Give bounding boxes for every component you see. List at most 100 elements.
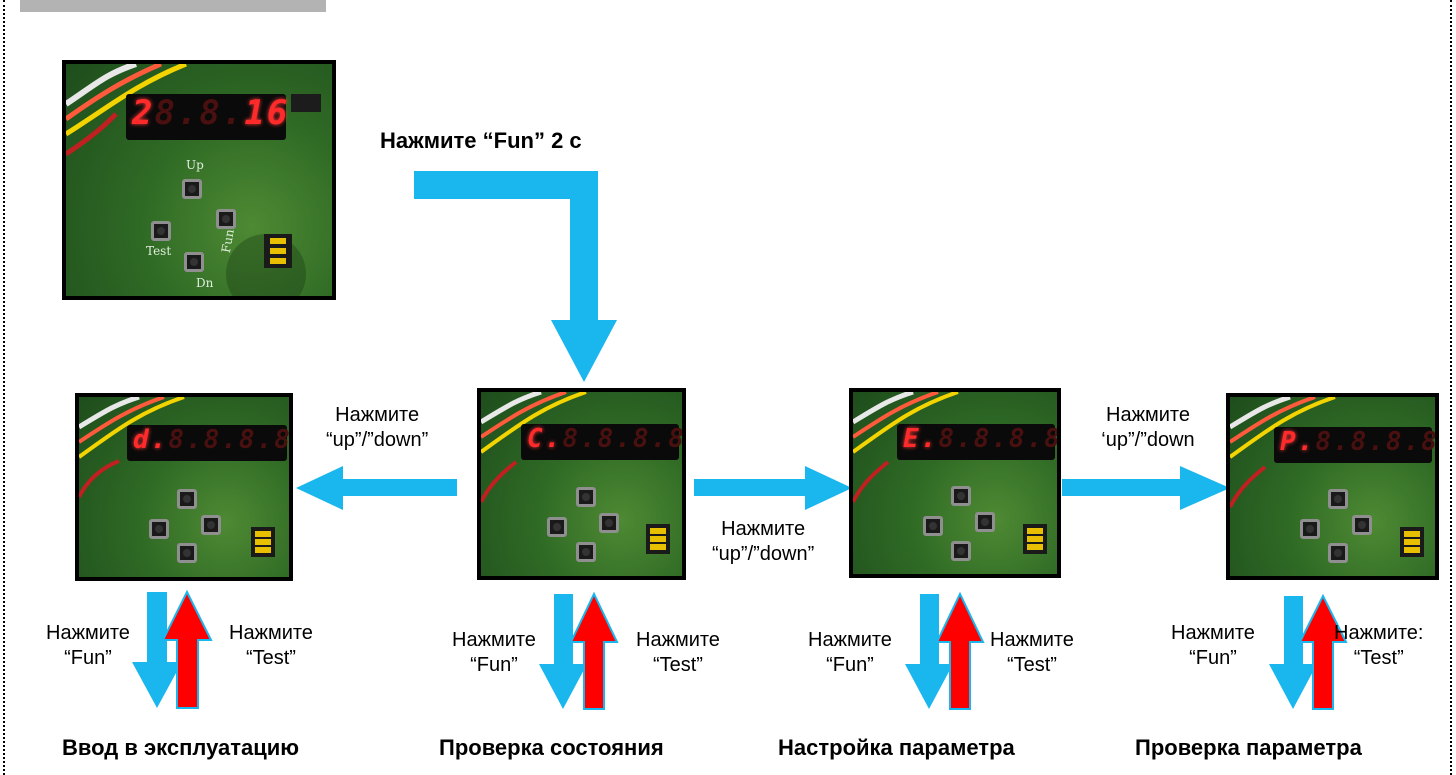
display-digit-dim: 8.8.8.8 xyxy=(1315,427,1435,457)
test-button xyxy=(547,517,567,537)
fun-label-line2: “Fun” xyxy=(64,647,112,669)
fun-label-line1: Нажмите xyxy=(46,622,130,644)
check-board-photo: P.8.8.8.8 xyxy=(1226,393,1439,580)
nav-label-line1: Нажмите xyxy=(1106,404,1190,426)
display-digit-dim: 8.8.8.8. xyxy=(562,424,682,454)
display-digit-dim: 8.8. xyxy=(154,93,245,133)
nav-label-right: Нажмите ‘up”/”down xyxy=(1088,403,1208,453)
led-display: P.8.8.8.8 xyxy=(1274,427,1435,463)
nav-label-left: Нажмите “up”/”down” xyxy=(326,403,428,453)
test-label: Нажмите “Test” xyxy=(636,628,720,678)
arrow-to-check xyxy=(1062,466,1230,510)
display-digit-dim: 8.8.8.8. xyxy=(938,424,1057,454)
test-button xyxy=(1300,519,1320,539)
display-digit-lit: E. xyxy=(903,424,939,454)
fun-label-line1: Нажмите xyxy=(808,629,892,651)
nav-label-line1: Нажмите xyxy=(721,518,806,540)
mode-caption-commissioning: Ввод в эксплуатацию xyxy=(62,735,300,760)
down-button xyxy=(1328,543,1348,563)
mode-caption-check: Проверка параметра xyxy=(1135,735,1362,760)
led-display: 28.8.16 xyxy=(126,93,290,140)
mode-caption-status: Проверка состояния xyxy=(439,735,664,760)
test-label-line2: “Test” xyxy=(1353,647,1404,669)
dip-switch xyxy=(251,527,275,557)
test-button xyxy=(151,221,171,241)
fun-label-line1: Нажмите xyxy=(452,629,536,651)
led-display: E.8.8.8.8. xyxy=(897,424,1057,460)
nav-label-line2: ‘up”/”down xyxy=(1101,429,1195,451)
fun-label: Нажмите “Fun” xyxy=(452,628,536,678)
mode-arrows-commissioning xyxy=(132,589,213,709)
silk-test: Test xyxy=(146,244,172,258)
fun-label: Нажмите “Fun” xyxy=(808,628,892,678)
arrow-fun-2s xyxy=(414,171,617,382)
arrow-to-setting xyxy=(694,466,852,510)
mode-arrows-check xyxy=(1269,593,1348,710)
test-button xyxy=(923,516,943,536)
down-button xyxy=(177,543,197,563)
display-digit-value: 16 xyxy=(244,93,290,133)
fun-label-line2: “Fun” xyxy=(470,654,518,676)
test-label: Нажмите “Test” xyxy=(229,621,313,671)
led-display: C.8.8.8.8. xyxy=(521,424,682,460)
fun-button xyxy=(599,513,619,533)
fun-button xyxy=(975,512,995,532)
test-label-line1: Нажмите xyxy=(990,629,1074,651)
silk-up: Up xyxy=(186,158,204,172)
test-label-line1: Нажмите xyxy=(636,629,720,651)
setting-board-photo: E.8.8.8.8. xyxy=(849,388,1061,578)
mode-caption-setting: Настройка параметра xyxy=(778,735,1015,760)
fun-label: Нажмите “Fun” xyxy=(1171,621,1255,671)
test-label: Нажмите “Test” xyxy=(990,628,1074,678)
fun-2s-label: Нажмите “Fun” 2 с xyxy=(380,128,582,153)
display-digit-lit: P. xyxy=(1280,427,1316,457)
down-button xyxy=(576,542,596,562)
up-button xyxy=(951,486,971,506)
down-button xyxy=(951,541,971,561)
fun-button xyxy=(216,209,236,229)
led-display: d.8.8.8.8 xyxy=(127,425,289,461)
frame-border-left xyxy=(3,0,5,775)
up-button xyxy=(1328,489,1348,509)
fun-button xyxy=(201,515,221,535)
dip-switch xyxy=(646,524,670,554)
connector xyxy=(291,94,321,112)
mode-arrows-status xyxy=(539,591,619,710)
nav-label-line2: “up”/”down” xyxy=(712,543,815,565)
test-label-line2: “Test” xyxy=(245,647,296,669)
fun-button xyxy=(1352,515,1372,535)
arrow-to-commissioning xyxy=(296,466,457,510)
status-board-photo: C.8.8.8.8. xyxy=(477,388,686,580)
up-button xyxy=(182,179,202,199)
dip-switch xyxy=(1023,524,1047,554)
nav-label-line2: “up”/”down” xyxy=(326,429,429,451)
test-label-line1: Нажмите xyxy=(229,622,313,644)
down-button xyxy=(184,252,204,272)
header-bar xyxy=(20,0,326,12)
up-button xyxy=(576,487,596,507)
fun-label: Нажмите “Fun” xyxy=(46,621,130,671)
frame-border-right xyxy=(1450,0,1452,775)
fun-label-line2: “Fun” xyxy=(826,654,874,676)
dip-switch xyxy=(1400,527,1424,557)
display-digit-lit: 2 xyxy=(132,93,155,133)
test-label: Нажмите: “Test” xyxy=(1334,621,1423,671)
test-label-line1: Нажмите: xyxy=(1334,622,1424,644)
nav-label-line1: Нажмите xyxy=(335,404,420,426)
dip-switch xyxy=(264,234,292,268)
fun-label-line2: “Fun” xyxy=(1189,647,1237,669)
test-label-line2: “Test” xyxy=(652,654,703,676)
display-digit-lit: d. xyxy=(133,425,169,455)
silk-dn: Dn xyxy=(196,276,214,290)
nav-label-center: Нажмите “up”/”down” xyxy=(712,517,814,567)
test-button xyxy=(149,519,169,539)
up-button xyxy=(177,489,197,509)
fun-label-line1: Нажмите xyxy=(1171,622,1255,644)
mode-arrows-setting xyxy=(905,591,985,710)
test-label-line2: “Test” xyxy=(1006,654,1057,676)
main-controller-board-photo: 28.8.16 Up Fun Test Dn xyxy=(62,60,336,300)
display-digit-dim: 8.8.8.8 xyxy=(168,425,289,455)
display-digit-lit: C. xyxy=(527,424,563,454)
commissioning-board-photo: d.8.8.8.8 xyxy=(75,393,293,581)
